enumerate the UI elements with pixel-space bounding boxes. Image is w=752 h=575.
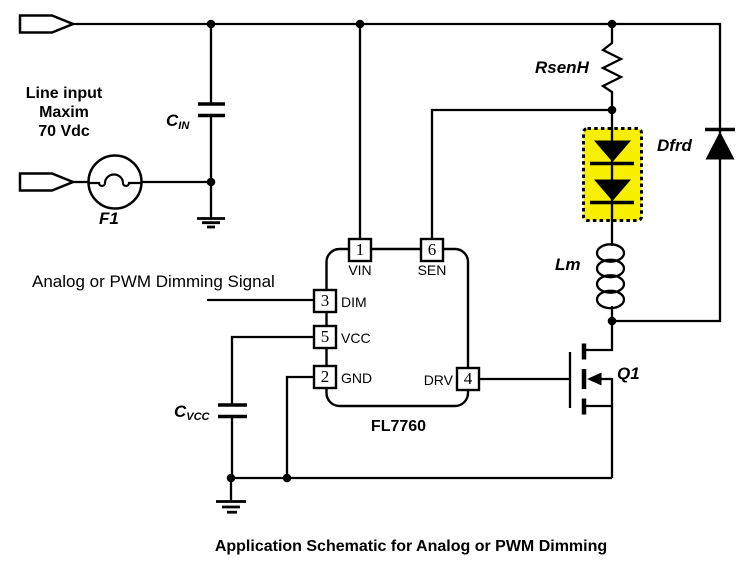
pin-number-vcc: 5 [320, 327, 330, 346]
wire-vcc-pin [230, 335, 314, 404]
q1-label: Q1 [617, 364, 640, 383]
inductor-lm-symbol [595, 243, 626, 321]
wire-top-rail [73, 22, 722, 323]
fuse-label: F1 [99, 209, 119, 228]
pin-label-vcc: VCC [341, 330, 371, 346]
input-connector-top [18, 14, 77, 34]
pin-square-2 [312, 364, 338, 390]
pin-label-drv: DRV [423, 372, 453, 388]
ic-pin-squares [312, 237, 481, 392]
pin-square-1 [347, 237, 373, 263]
caption: Application Schematic for Analog or PWM … [214, 538, 608, 555]
pin-label-gnd: GND [341, 370, 373, 386]
pin-square-3 [312, 288, 338, 314]
wire-gnd-pin [285, 375, 314, 478]
cin-label: CIN [166, 111, 190, 132]
pin-square-6 [419, 237, 445, 263]
pin-label-sen: SEN [417, 262, 447, 278]
pin-label-dim: DIM [341, 294, 367, 310]
pin-square-4 [455, 366, 481, 392]
pin-number-sen: 6 [427, 240, 437, 259]
cin-label-main: C [166, 111, 179, 130]
rsenh-label: RsenH [535, 58, 589, 77]
ic-name-label: FL7760 [370, 418, 427, 435]
cin-label-sub: IN [178, 120, 190, 132]
pin-number-vin: 1 [355, 240, 365, 259]
wires [73, 22, 722, 500]
led-string [590, 140, 634, 205]
pin-number-gnd: 2 [320, 367, 330, 386]
line-input-line2: Maxim [39, 104, 89, 121]
mosfet-body-arrow [587, 372, 602, 386]
led-diode-1 [594, 140, 631, 162]
dimming-signal-label: Analog or PWM Dimming Signal [32, 272, 275, 291]
diode-dfrd-symbol [705, 127, 735, 160]
lm-label: Lm [555, 255, 581, 274]
cvcc-label-sub: VCC [186, 411, 210, 423]
input-connector-bottom [18, 172, 77, 192]
ground-symbol-vcc [216, 500, 246, 514]
cvcc-label-main: C [174, 402, 187, 421]
ground-symbol-input [197, 217, 225, 229]
wire-sen [430, 108, 612, 240]
cvcc-label: CVCC [174, 402, 210, 423]
line-input-line1: Line input [25, 85, 103, 102]
pin-square-5 [312, 324, 338, 350]
led-diode-2 [594, 179, 631, 201]
capacitor-cvcc-symbol [218, 403, 247, 419]
pin-number-drv: 4 [463, 369, 473, 388]
capacitor-cin-symbol [198, 102, 225, 118]
fuse-f1-symbol [87, 154, 143, 210]
resistor-rsenh-zigzag [600, 24, 624, 128]
pin-label-vin: VIN [348, 262, 372, 278]
line-input-label: Line input Maxim 70 Vdc [14, 84, 114, 141]
pin-number-dim: 3 [320, 291, 330, 310]
mosfet-q1-symbol [581, 343, 612, 415]
wire-drain [584, 321, 614, 352]
line-input-line3: 70 Vdc [38, 123, 90, 140]
dfrd-label: Dfrd [657, 136, 692, 155]
junction-dots [206, 19, 617, 483]
